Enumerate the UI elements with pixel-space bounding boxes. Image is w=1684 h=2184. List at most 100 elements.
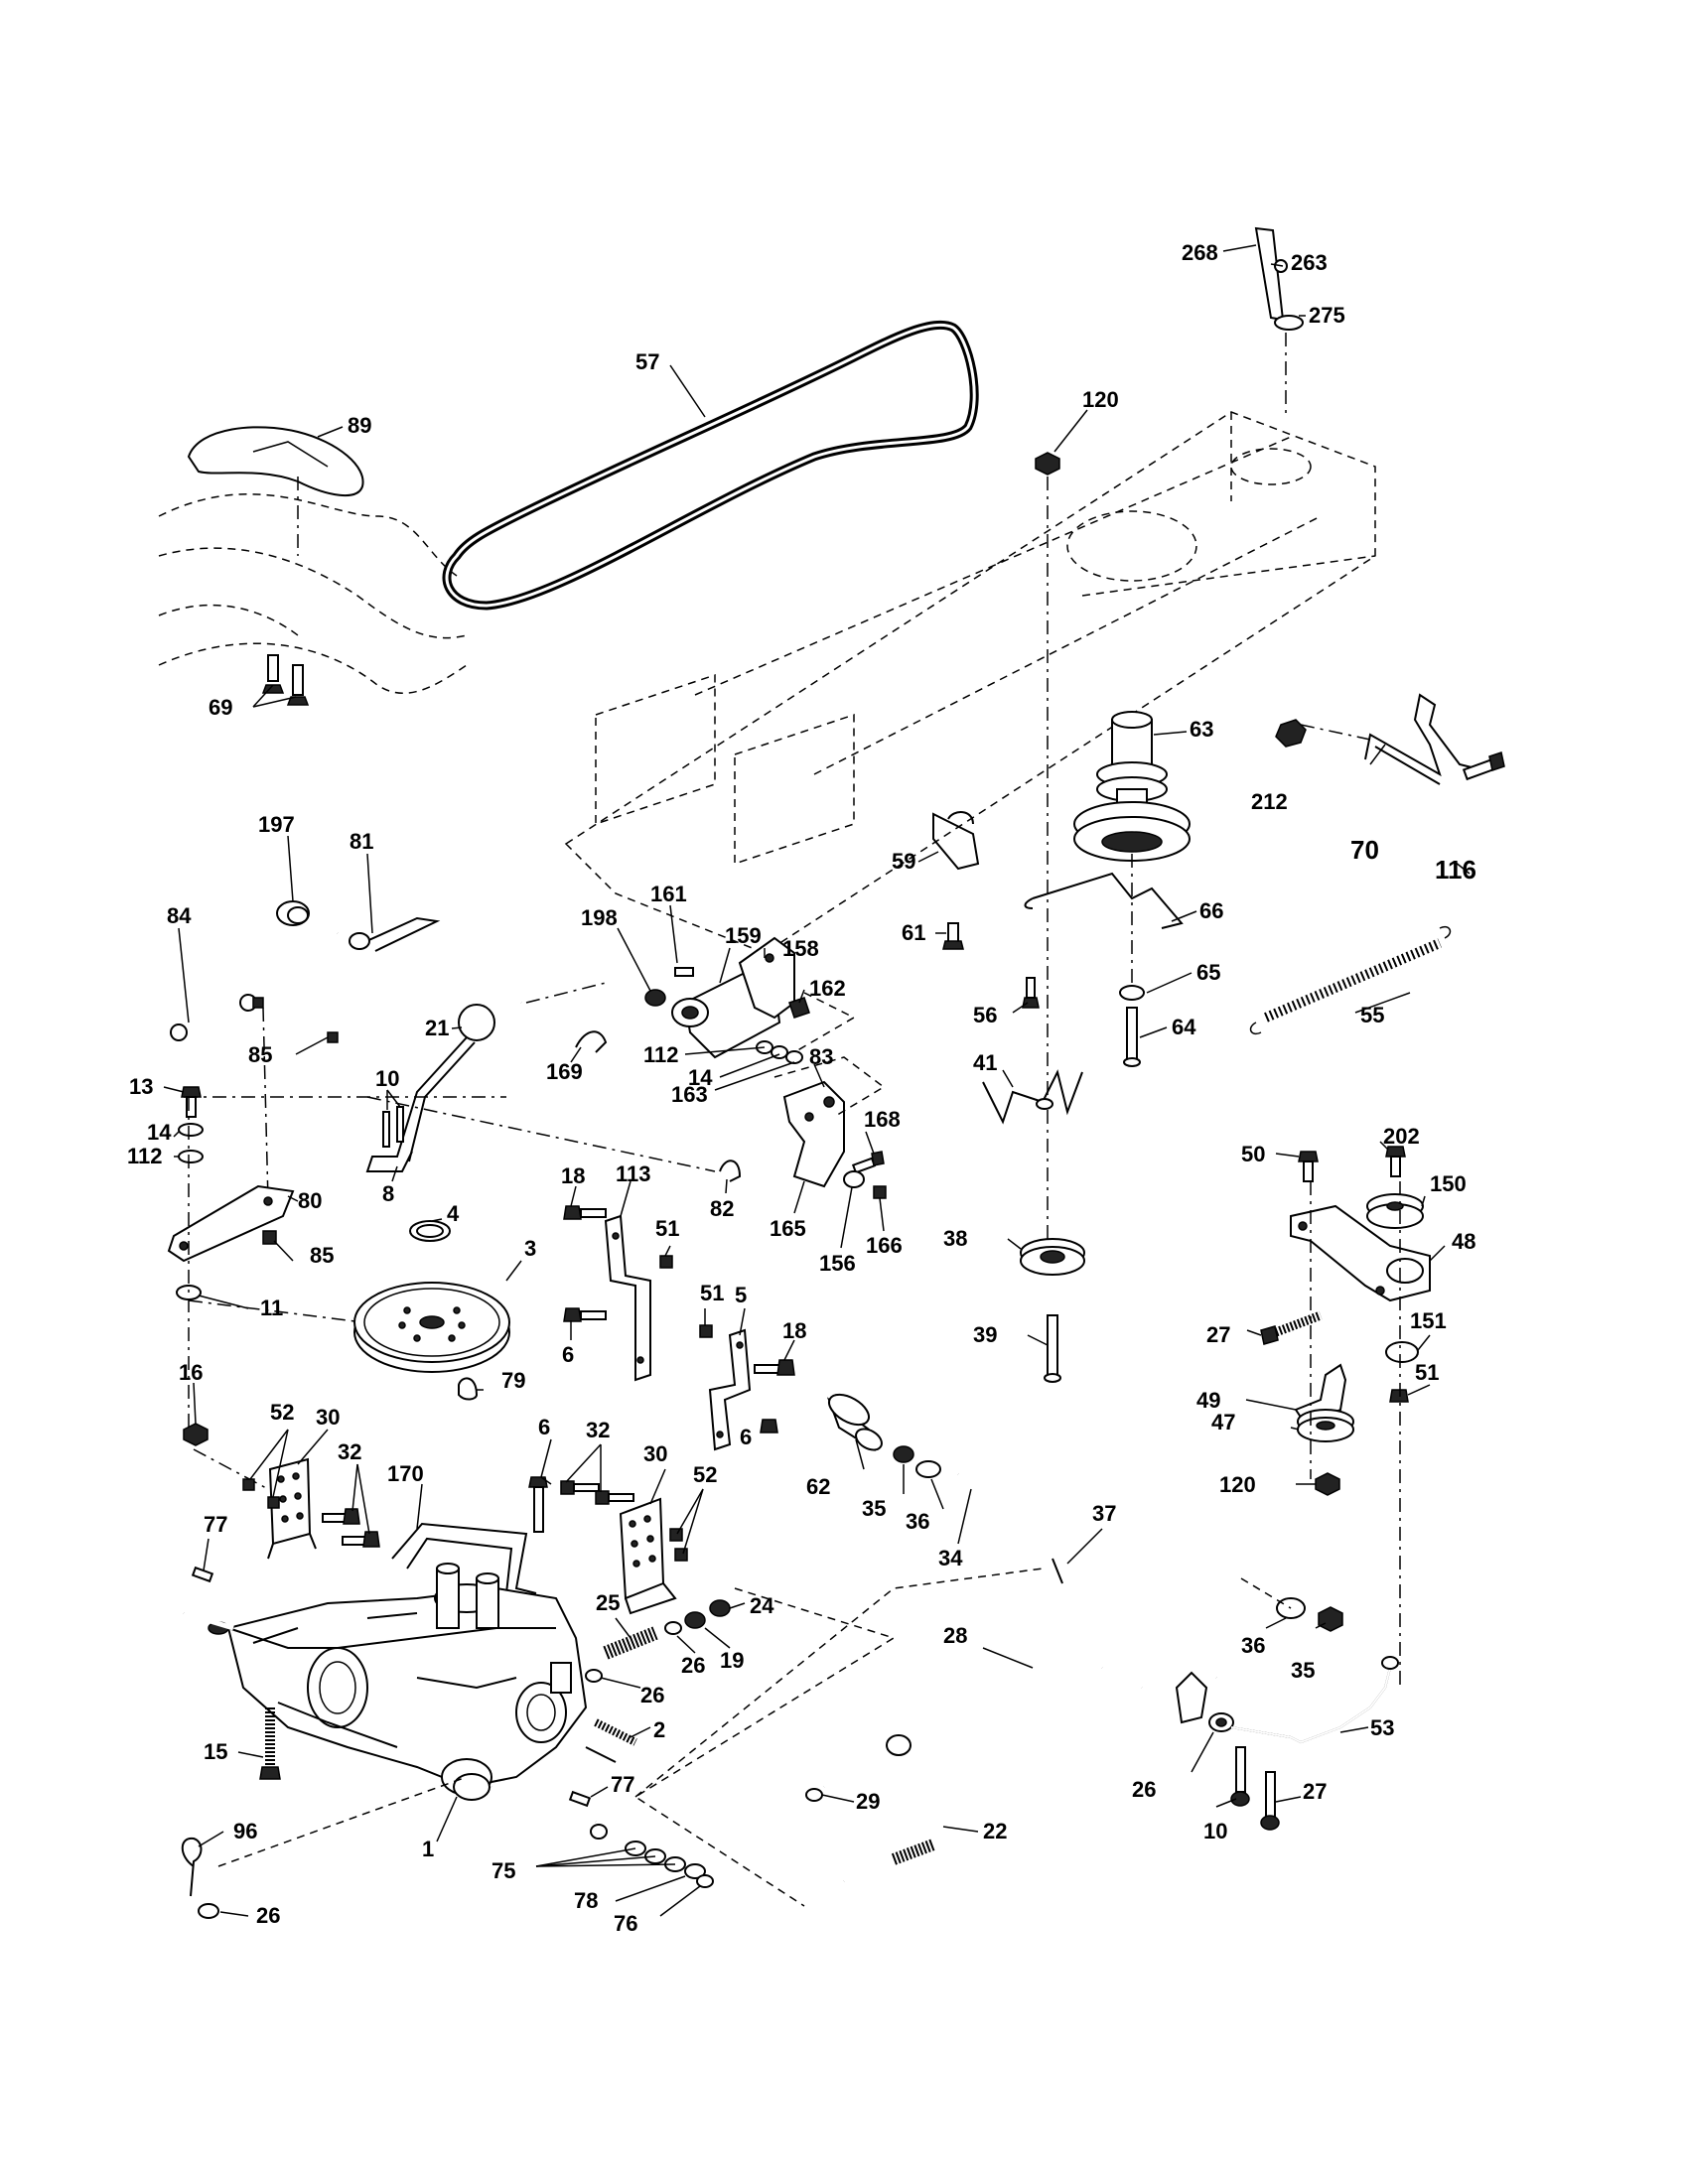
label-64: 64 [1172,1015,1196,1039]
label-62: 62 [806,1474,830,1499]
part-69-bolts [261,654,310,706]
label-113: 113 [616,1161,651,1186]
part-53-rod [1230,1656,1399,1744]
part-18-bolt-left [563,1205,607,1220]
label-51-right: 51 [1415,1360,1439,1385]
label-96: 96 [233,1819,257,1843]
part-2-spring [594,1718,637,1746]
label-47: 47 [1211,1410,1235,1434]
part-bracket-center-right [1175,1671,1208,1724]
label-19: 19 [720,1648,744,1673]
label-151: 151 [1410,1308,1447,1333]
part-120-nut [1035,452,1060,1251]
part-10-bolt-right [1230,1746,1250,1807]
part-169-clip [575,1030,608,1053]
part-30-plate-left [267,1457,317,1560]
label-35-left: 35 [862,1496,886,1521]
part-10-bolts [382,1106,404,1148]
label-61: 61 [902,920,925,945]
label-85-top: 85 [248,1042,272,1067]
label-168: 168 [864,1107,901,1132]
part-212-nut [1275,719,1371,748]
part-55-spring [1249,926,1452,1034]
label-18-right: 18 [782,1318,806,1343]
part-162-bolt [788,997,810,1019]
part-34-axle-bar [957,1471,1217,1681]
part-50-bolt [1298,1151,1319,1182]
label-84: 84 [167,903,192,928]
part-41-spring-clip [982,1069,1083,1125]
label-39: 39 [973,1322,997,1347]
label-65: 65 [1196,960,1220,985]
label-35-right: 35 [1291,1658,1315,1683]
part-84-link [170,994,339,1043]
label-66: 66 [1199,898,1223,923]
label-34: 34 [938,1546,963,1570]
part-21-knob [458,1004,495,1041]
label-29: 29 [856,1789,880,1814]
part-39-bolt [1044,1314,1061,1383]
label-169: 169 [546,1059,583,1084]
part-82-clip [719,1160,742,1182]
label-198: 198 [581,905,618,930]
label-56: 56 [973,1003,997,1027]
label-14-center: 14 [688,1065,713,1090]
label-1: 1 [422,1837,434,1861]
part-51-nut-left [659,1255,673,1269]
part-6-bolt-right [760,1419,778,1433]
label-53: 53 [1370,1715,1394,1740]
label-50: 50 [1241,1142,1265,1166]
part-77-key-left [191,1566,214,1583]
label-162: 162 [809,976,846,1001]
part-112-washer-left [178,1150,204,1163]
label-76: 76 [614,1911,637,1936]
label-161: 161 [650,882,687,906]
label-197: 197 [258,812,295,837]
part-6-bolt-center [528,1476,548,1533]
part-56-bolt [1022,977,1040,1009]
label-26-small: 26 [640,1683,664,1707]
label-202: 202 [1383,1124,1420,1149]
part-120-nut-lower [1315,1472,1340,1496]
part-38-idler-pulley [1020,1238,1085,1276]
label-36-left: 36 [906,1509,929,1534]
label-32-center: 32 [586,1418,610,1442]
part-150-spacer [1366,1193,1424,1229]
label-36-right: 36 [1241,1633,1265,1658]
part-96-pin [181,1837,203,1897]
label-156: 156 [819,1251,856,1276]
part-16-nut [183,1423,209,1446]
part-59-spring-clip [932,811,980,950]
label-8: 8 [382,1181,394,1206]
part-77-key-right [568,1790,592,1808]
part-35-nut-right [1318,1606,1343,1632]
part-170-rod [391,1522,537,1594]
part-6-bolt-left [563,1307,607,1322]
label-6-right: 6 [740,1425,752,1449]
label-268: 268 [1182,240,1218,265]
label-81: 81 [350,829,373,854]
part-151-washer [1385,1341,1419,1363]
part-32-bolts-left [322,1508,380,1548]
part-198-washer [644,989,666,1007]
part-26-washer-small [585,1669,603,1683]
part-22-rod [843,1675,1143,1883]
label-165: 165 [770,1216,806,1241]
part-26-washer-bottom [198,1903,219,1919]
label-85-lower: 85 [310,1243,334,1268]
label-69: 69 [209,695,232,720]
part-13-bolt [181,1086,202,1118]
part-197-bushing [276,900,310,926]
label-27-lower: 27 [1303,1779,1327,1804]
label-11: 11 [260,1296,283,1320]
label-32-left: 32 [338,1439,361,1464]
fender-outline [158,493,468,694]
label-79: 79 [501,1368,525,1393]
part-57-drive-belt [442,320,979,611]
label-30-center: 30 [643,1441,667,1466]
label-112-center: 112 [643,1042,679,1067]
label-26-center: 26 [681,1653,705,1678]
label-30-left: 30 [316,1405,340,1430]
part-63-pulley [1073,711,1191,862]
label-6-left: 6 [562,1342,574,1367]
